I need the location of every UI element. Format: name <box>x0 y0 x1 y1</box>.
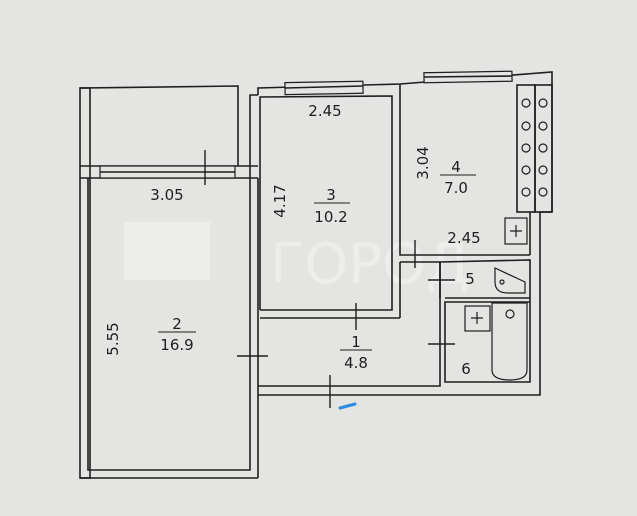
dimension-labels: 3.05 5.55 2.45 4.17 3.04 2.45 <box>104 102 481 356</box>
room-3-area: 10.2 <box>314 208 347 226</box>
room-2-area: 16.9 <box>160 336 193 354</box>
sink-icon <box>464 305 491 332</box>
room-labels: 1 4.8 2 16.9 3 10.2 4 7.0 5 6 <box>158 158 476 378</box>
watermark-logo: ГОРОД <box>124 222 470 297</box>
dim-room3-length: 4.17 <box>271 184 289 217</box>
bathtub-icon <box>491 302 528 381</box>
pen-mark <box>338 402 357 410</box>
room-6-number: 6 <box>461 360 471 378</box>
room-3-number: 3 <box>326 186 336 204</box>
dim-room3-width: 2.45 <box>308 102 341 120</box>
svg-text:ГОРОД: ГОРОД <box>270 232 470 297</box>
room-4-area: 7.0 <box>444 179 468 197</box>
room-4-number: 4 <box>451 158 461 176</box>
dim-room2-length: 5.55 <box>104 322 122 355</box>
dim-room4-width: 2.45 <box>447 229 480 247</box>
dim-room2-width: 3.05 <box>150 186 183 204</box>
room-2-number: 2 <box>172 315 182 333</box>
room-1-area: 4.8 <box>344 354 368 372</box>
walls <box>79 71 553 479</box>
dim-room4-length: 3.04 <box>414 146 432 179</box>
toilet-icon <box>494 267 526 294</box>
room-5-number: 5 <box>465 270 475 288</box>
fixtures <box>464 217 528 381</box>
room-1-number: 1 <box>351 333 361 351</box>
door-marks <box>204 150 455 408</box>
stove-icon <box>504 217 528 245</box>
ventilation-block <box>516 84 553 213</box>
windows <box>99 70 513 179</box>
